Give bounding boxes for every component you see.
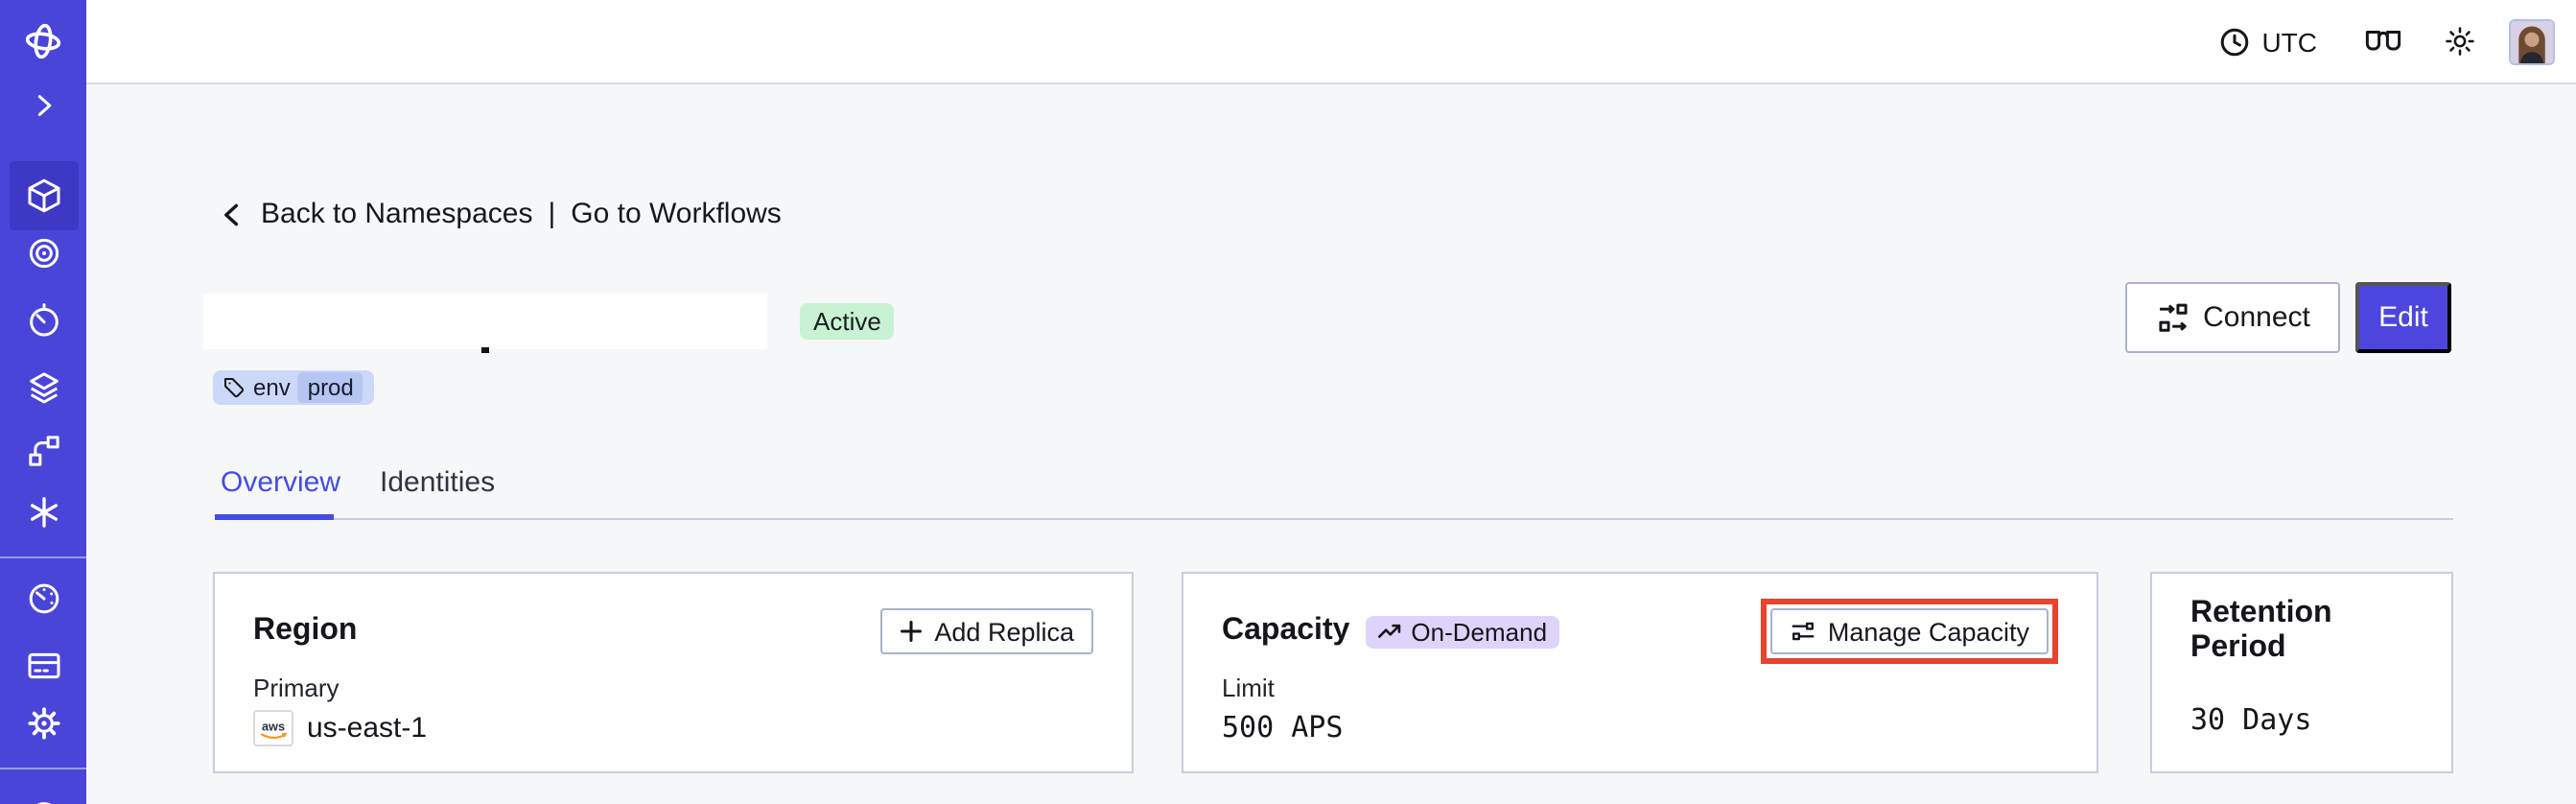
tag-key: env <box>253 374 291 401</box>
tab-overview[interactable]: Overview <box>221 466 341 499</box>
manage-capacity-label: Manage Capacity <box>1827 617 2029 646</box>
breadcrumb-separator: | <box>548 198 556 230</box>
active-tab-underline <box>215 514 334 520</box>
glasses-icon <box>2365 30 2401 50</box>
theme-toggle[interactable] <box>2444 25 2476 58</box>
tab-identities[interactable]: Identities <box>380 466 496 499</box>
region-label: Primary <box>253 674 340 702</box>
region-card-title: Region <box>253 614 358 647</box>
cube-icon <box>27 178 59 213</box>
connect-icon <box>2158 302 2187 331</box>
sidebar-item-versioning[interactable] <box>0 432 86 470</box>
namespace-title-fragment <box>481 347 489 352</box>
manage-capacity-button[interactable]: Manage Capacity <box>1769 608 2049 654</box>
sidebar-item-nexus[interactable] <box>0 493 86 532</box>
gear-icon <box>27 707 59 740</box>
retention-card-title: Retention Period <box>2190 597 2332 664</box>
namespace-title-redacted <box>203 294 767 349</box>
temporal-logo-icon[interactable] <box>0 19 86 63</box>
sidebar-item-schedules[interactable] <box>0 301 86 340</box>
trending-up-icon <box>1377 623 1400 637</box>
sidebar-item-deployments[interactable] <box>0 368 86 407</box>
sidebar-item-billing[interactable] <box>0 647 86 685</box>
tag-value: prod <box>297 372 363 403</box>
gauge-icon <box>28 583 59 614</box>
circle-icon <box>35 802 51 804</box>
sidebar-item-help-partial[interactable] <box>0 796 86 804</box>
add-replica-label: Add Replica <box>934 617 1074 646</box>
on-demand-label: On-Demand <box>1411 617 1548 646</box>
sidebar-item-namespaces[interactable] <box>0 177 86 215</box>
chevron-left-icon <box>224 202 239 225</box>
breadcrumb: Back to Namespaces | Go to Workflows <box>219 198 782 230</box>
status-badge: Active <box>800 303 895 340</box>
back-to-namespaces-link[interactable]: Back to Namespaces <box>261 198 533 230</box>
sidebar-item-archival[interactable] <box>0 234 86 272</box>
namespace-tag: env prod <box>213 370 375 405</box>
branch-icon <box>28 436 59 466</box>
main-content: Back to Namespaces | Go to Workflows Act… <box>86 84 2576 804</box>
topbar: UTC <box>86 0 2576 84</box>
retention-card: Retention Period 30 Days <box>2150 572 2453 773</box>
chevron-right-icon[interactable] <box>0 92 86 119</box>
timer-icon <box>29 303 58 337</box>
capacity-label: Limit <box>1222 674 1275 702</box>
tabs-baseline <box>215 518 2453 520</box>
edit-button-label: Edit <box>2378 301 2428 334</box>
sliders-icon <box>1791 622 1815 641</box>
labs-toggle[interactable] <box>2363 26 2403 57</box>
sidebar <box>0 0 86 804</box>
sidebar-divider <box>0 556 86 558</box>
credit-card-icon <box>27 652 59 679</box>
region-value: us-east-1 <box>307 712 428 745</box>
layers-icon <box>29 372 58 404</box>
timezone-selector[interactable]: UTC <box>2219 26 2317 57</box>
capacity-value: 500 APS <box>1222 710 1344 745</box>
capacity-card-title: Capacity <box>1222 614 1350 647</box>
sun-icon <box>2446 27 2474 56</box>
asterisk-icon <box>29 497 57 528</box>
capacity-card: Capacity On-Demand Manage Capacity <box>1182 572 2098 773</box>
sidebar-item-settings[interactable] <box>0 704 86 743</box>
spiral-icon <box>28 238 59 269</box>
on-demand-badge: On-Demand <box>1365 615 1559 648</box>
avatar-photo <box>2511 20 2553 62</box>
tag-icon <box>224 378 245 398</box>
clock-icon <box>2221 27 2249 56</box>
edit-button[interactable]: Edit <box>2355 282 2451 353</box>
go-to-workflows-link[interactable]: Go to Workflows <box>571 198 782 230</box>
user-avatar[interactable] <box>2509 18 2555 64</box>
status-badge-label: Active <box>813 307 881 336</box>
sidebar-divider <box>0 768 86 769</box>
annotation-highlight-box: Manage Capacity <box>1760 599 2058 664</box>
sidebar-item-usage[interactable] <box>0 579 86 618</box>
connect-button-label: Connect <box>2203 301 2310 334</box>
aws-logo: aws <box>253 710 293 746</box>
svg-text:aws: aws <box>262 719 285 733</box>
add-replica-button[interactable]: Add Replica <box>880 608 1093 654</box>
plus-icon <box>901 621 923 642</box>
region-card: Region Add Replica Primary aws us-east-1 <box>213 572 1134 773</box>
connect-button[interactable]: Connect <box>2125 282 2340 353</box>
timezone-label: UTC <box>2261 26 2317 57</box>
retention-value: 30 Days <box>2190 702 2312 737</box>
